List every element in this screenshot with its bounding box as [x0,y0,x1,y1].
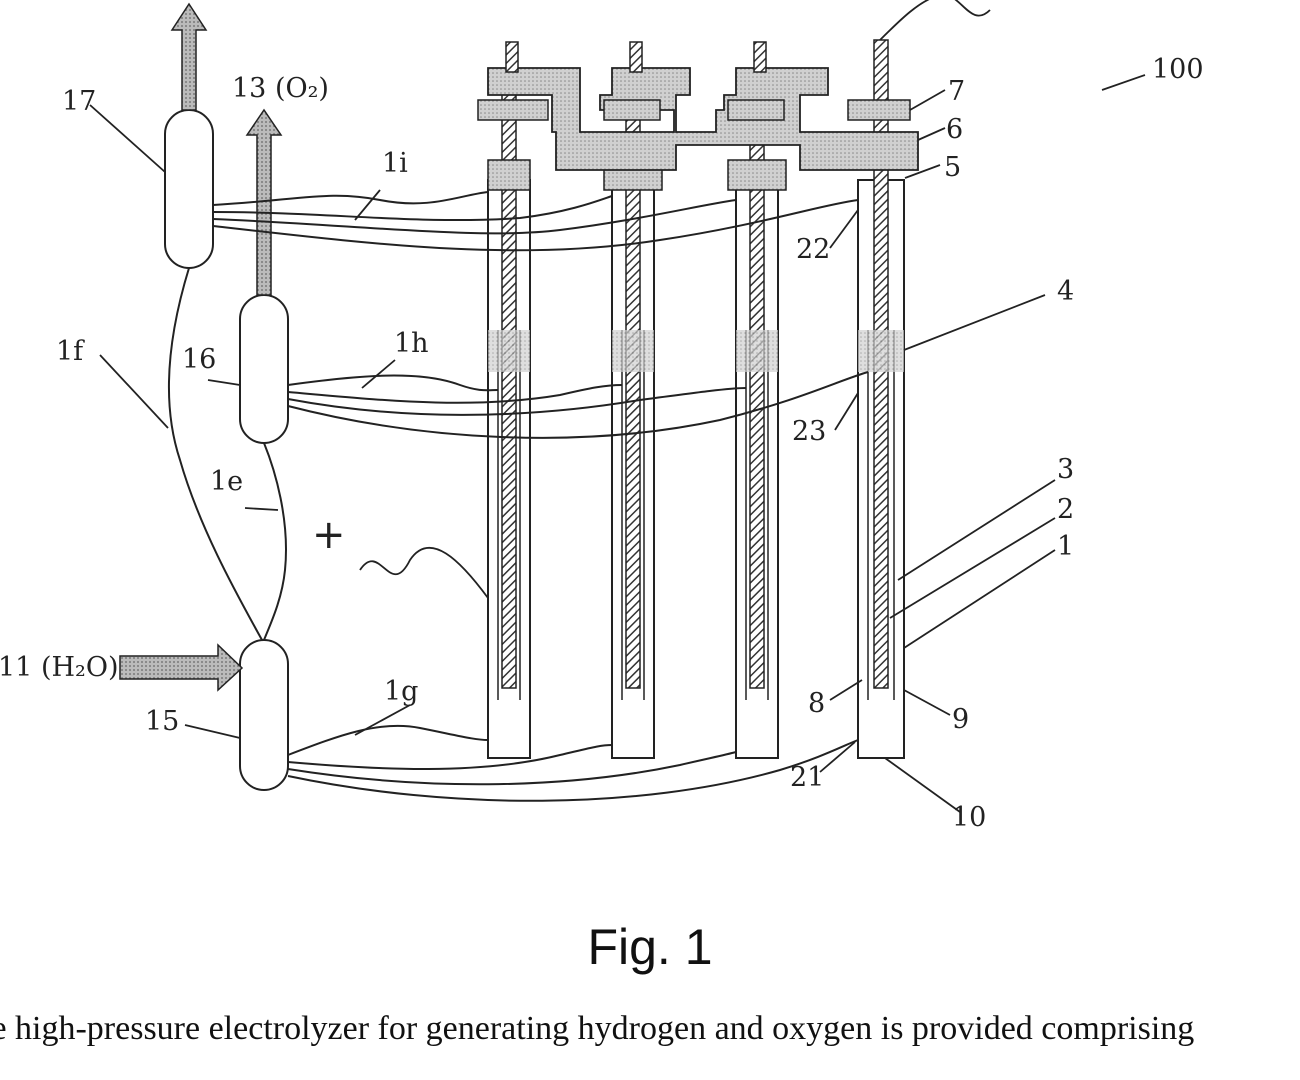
label-7: 7 [948,76,965,107]
label-1: 1 [1057,531,1074,562]
vessel-15 [240,640,288,790]
tube-2 [604,80,662,758]
connector-plates [478,68,918,170]
label-21: 21 [790,762,824,793]
label-16: 16 [182,344,216,375]
label-3: 3 [1057,454,1074,485]
label-6: 6 [946,114,963,145]
vessel-16 [240,295,288,443]
label-15: 15 [145,706,179,737]
pipes-1h [288,372,868,438]
label-1e: 1e [210,466,243,497]
plus-sign: + [312,512,346,558]
label-4: 4 [1057,276,1074,307]
body-text: le high-pressure electrolyzer for genera… [0,1010,1194,1048]
electrolyzer-diagram: 100 7 6 5 4 3 2 1 22 23 8 9 21 10 17 13 … [0,0,1300,900]
inlet-arrow-h2o [120,645,242,690]
label-8: 8 [808,688,825,719]
label-13-o2: 13 (O₂) [232,73,329,104]
label-23: 23 [792,416,826,447]
figure-caption: Fig. 1 [0,918,1300,976]
label-1h: 1h [394,328,429,359]
label-100: 100 [1152,54,1204,85]
outlet-arrow-top [172,4,206,110]
label-5: 5 [944,152,961,183]
label-11-h2o: 11 (H₂O) [0,652,119,683]
label-1i: 1i [382,148,408,179]
label-22: 22 [796,234,830,265]
label-1g: 1g [384,676,418,707]
tube-3 [728,80,786,758]
power-wire [880,0,990,40]
vessel-17 [165,110,213,268]
label-2: 2 [1057,494,1074,525]
label-9: 9 [952,704,969,735]
power-squiggle [360,548,488,598]
label-10: 10 [952,802,986,833]
label-17: 17 [62,86,96,117]
label-1f: 1f [56,336,85,367]
line-1e [264,443,286,640]
tube-1 [488,80,530,758]
